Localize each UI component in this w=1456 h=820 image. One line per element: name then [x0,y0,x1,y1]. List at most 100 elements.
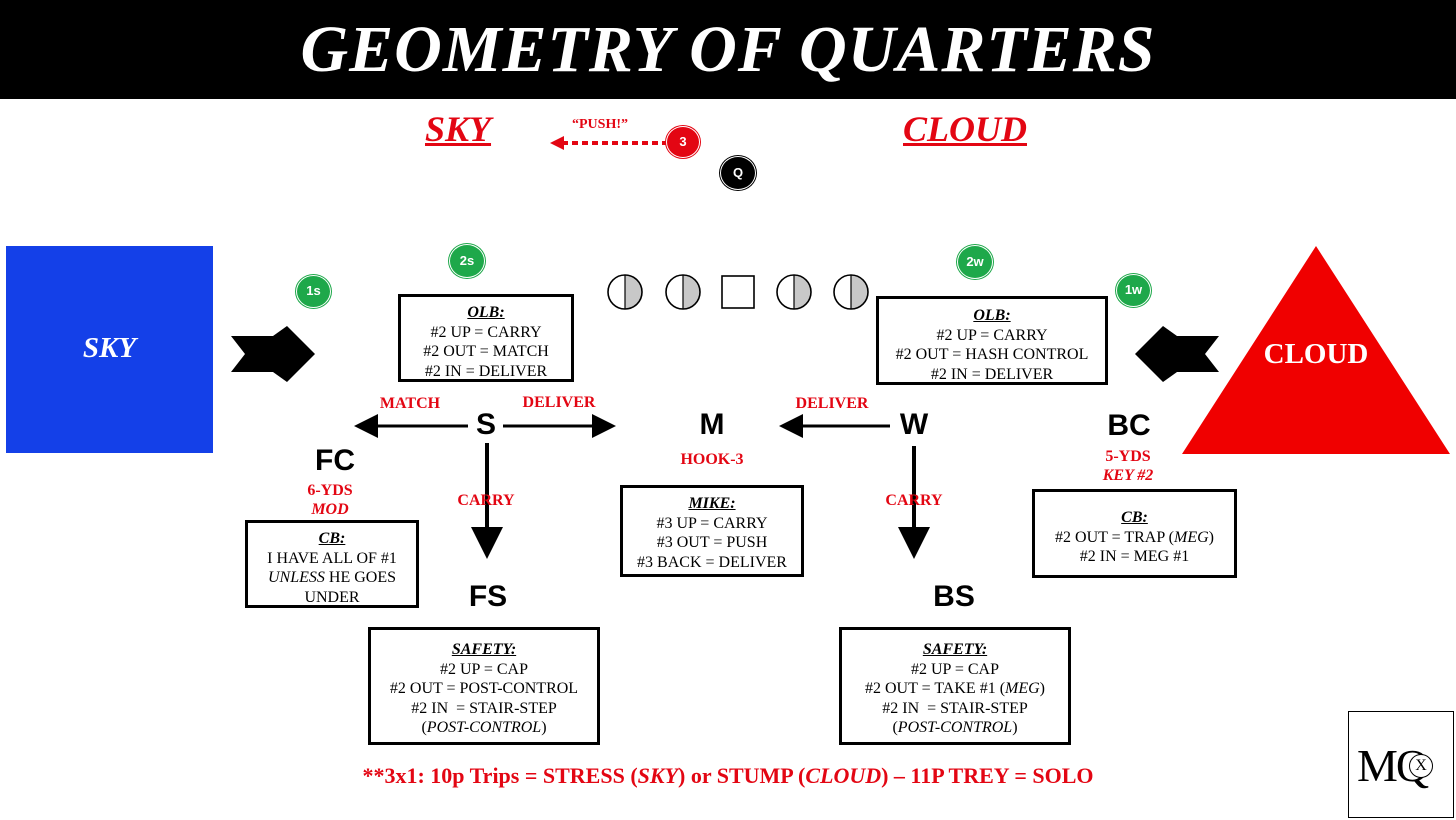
cloud-triangle-label: CLOUD [1263,338,1369,370]
mike-line-1: #3 UP = CARRY [656,514,768,532]
mq-logo: MQ X [1348,711,1454,818]
lineman-left-guard [665,274,701,310]
defender-m: M [699,408,725,441]
cb-left-heading: CB: [318,530,346,547]
fc-technique-label: MOD [311,501,349,518]
safety-right-line-2-b: ) [1039,680,1045,697]
sky-square [6,246,213,453]
bc-key-label: KEY #2 [1102,467,1154,484]
cloud-triangle [1182,246,1450,454]
lineman-right-tackle [833,274,869,310]
mq-logo-x: X [1409,754,1433,778]
defender-fs: FS [468,580,508,613]
safety-left-line-4-a: ( [421,719,427,736]
olb-right-line-3: #2 IN = DELIVER [930,365,1054,383]
carry-label-w: CARRY [885,492,943,509]
sky-rotation-arrow [231,326,315,382]
safety-left-post-control: POST-CONTROL [426,719,542,736]
safety-right-line-3: #2 IN = STAIR-STEP [882,699,1028,717]
push-arrow [550,136,666,150]
defender-bc: BC [1107,409,1151,442]
cb-left-line-1: I HAVE ALL OF #1 [267,549,397,567]
olb-right-heading: OLB: [973,307,1011,324]
cb-left-line-2: UNLESS HE GOES [248,568,416,588]
deliver-label-s: DELIVER [522,394,596,411]
olb-left-line-2: #2 OUT = MATCH [423,343,549,360]
cb-left-line-2-rest: HE GOES [324,569,396,586]
cb-left-box: CB: I HAVE ALL OF #1 UNLESS HE GOES UNDE… [245,520,419,608]
defender-s: S [475,408,496,441]
olb-left-line-3: #2 IN = DELIVER [424,362,548,380]
cb-left-line-3: UNDER [304,588,360,606]
defender-fc: FC [315,444,355,477]
lineman-left-tackle [607,274,643,310]
safety-left-box: SAFETY: #2 UP = CAP #2 OUT = POST-CONTRO… [368,627,600,745]
safety-left-line-3: #2 IN = STAIR-STEP [411,699,557,717]
mike-box: MIKE: #3 UP = CARRY #3 OUT = PUSH #3 BAC… [620,485,804,577]
olb-left-heading: OLB: [467,304,505,321]
receiver-1w-marker: 1w [1116,274,1151,307]
safety-right-heading: SAFETY: [922,641,988,658]
receiver-1s-marker: 1s [296,275,331,308]
safety-right-meg: MEG [1005,680,1040,697]
cloud-rotation-arrow [1135,326,1219,382]
olb-right-line-1: #2 UP = CARRY [936,326,1048,344]
defender-w: W [899,408,929,441]
cb-right-line-1-a: #2 OUT = TRAP ( [1055,528,1174,546]
safety-left-line-1: #2 UP = CAP [439,660,528,678]
cb-right-heading: CB: [1121,509,1148,526]
cb-right-box: CB: #2 OUT = TRAP (MEG) #2 IN = MEG #1 [1032,489,1237,578]
safety-right-line-2: #2 OUT = TAKE #1 (MEG) [842,679,1068,699]
offensive-line [607,274,869,310]
page-title: GEOMETRY OF QUARTERS [300,13,1156,86]
safety-right-line-4-a: ( [892,719,898,736]
olb-right-line-2: #2 OUT = HASH CONTROL [895,346,1089,363]
mike-heading: MIKE: [688,495,736,512]
footer-part-3: ) – 11P TREY = SOLO [881,763,1094,788]
push-label: “PUSH!” [572,117,628,132]
receiver-3-marker: 3 [666,126,700,158]
safety-right-line-1: #2 UP = CAP [910,660,999,678]
receiver-2w-marker: 2w [957,245,993,279]
deliver-label-w: DELIVER [795,395,869,412]
footer-sky: SKY [637,763,679,788]
safety-left-line-2: #2 OUT = POST-CONTROL [389,680,579,697]
cb-left-unless: UNLESS [267,569,325,586]
footer-part-1: **3x1: 10p Trips = STRESS ( [362,763,638,788]
footer-cloud: CLOUD [805,763,882,788]
cb-right-meg: MEG [1173,528,1209,546]
title-bar [0,0,1456,99]
cb-right-line-2: #2 IN = MEG #1 [1079,548,1190,565]
mike-line-2: #3 OUT = PUSH [656,534,768,551]
olb-right-box: OLB: #2 UP = CARRY #2 OUT = HASH CONTROL… [876,296,1108,385]
cb-right-line-1-b: ) [1208,528,1214,546]
olb-left-line-1: #2 UP = CARRY [430,323,542,341]
mike-line-3: #3 BACK = DELIVER [637,553,787,571]
safety-left-line-4-b: ) [541,719,547,736]
safety-right-box: SAFETY: #2 UP = CAP #2 OUT = TAKE #1 (ME… [839,627,1071,745]
safety-right-line-4: (POST-CONTROL) [842,718,1068,738]
cb-right-line-1: #2 OUT = TRAP (MEG) [1035,528,1234,548]
match-label: MATCH [379,395,441,412]
safety-left-line-4: (POST-CONTROL) [371,718,597,738]
olb-left-box: OLB: #2 UP = CARRY #2 OUT = MATCH #2 IN … [398,294,574,382]
bc-depth-label: 5-YDS [1105,448,1151,465]
cloud-header: CLOUD [903,109,1027,149]
fc-depth-label: 6-YDS [307,482,353,499]
safety-right-line-2-a: #2 OUT = TAKE #1 ( [864,680,1006,697]
safety-right-post-control: POST-CONTROL [897,719,1013,736]
safety-right-line-4-b: ) [1012,719,1018,736]
hook-3-label: HOOK-3 [680,451,744,468]
receiver-2s-marker: 2s [449,244,485,278]
footer-note: **3x1: 10p Trips = STRESS (SKY) or STUMP… [0,763,1456,789]
safety-left-heading: SAFETY: [451,641,517,658]
lineman-right-guard [776,274,812,310]
bc-alignment: 5-YDS KEY #2 [1085,447,1171,485]
defender-bs: BS [933,580,975,613]
fc-alignment: 6-YDS MOD [290,481,370,519]
carry-label-s: CARRY [457,492,515,509]
center-square [721,275,755,309]
sky-square-label: SKY [82,332,137,364]
footer-part-2: ) or STUMP ( [678,763,806,788]
